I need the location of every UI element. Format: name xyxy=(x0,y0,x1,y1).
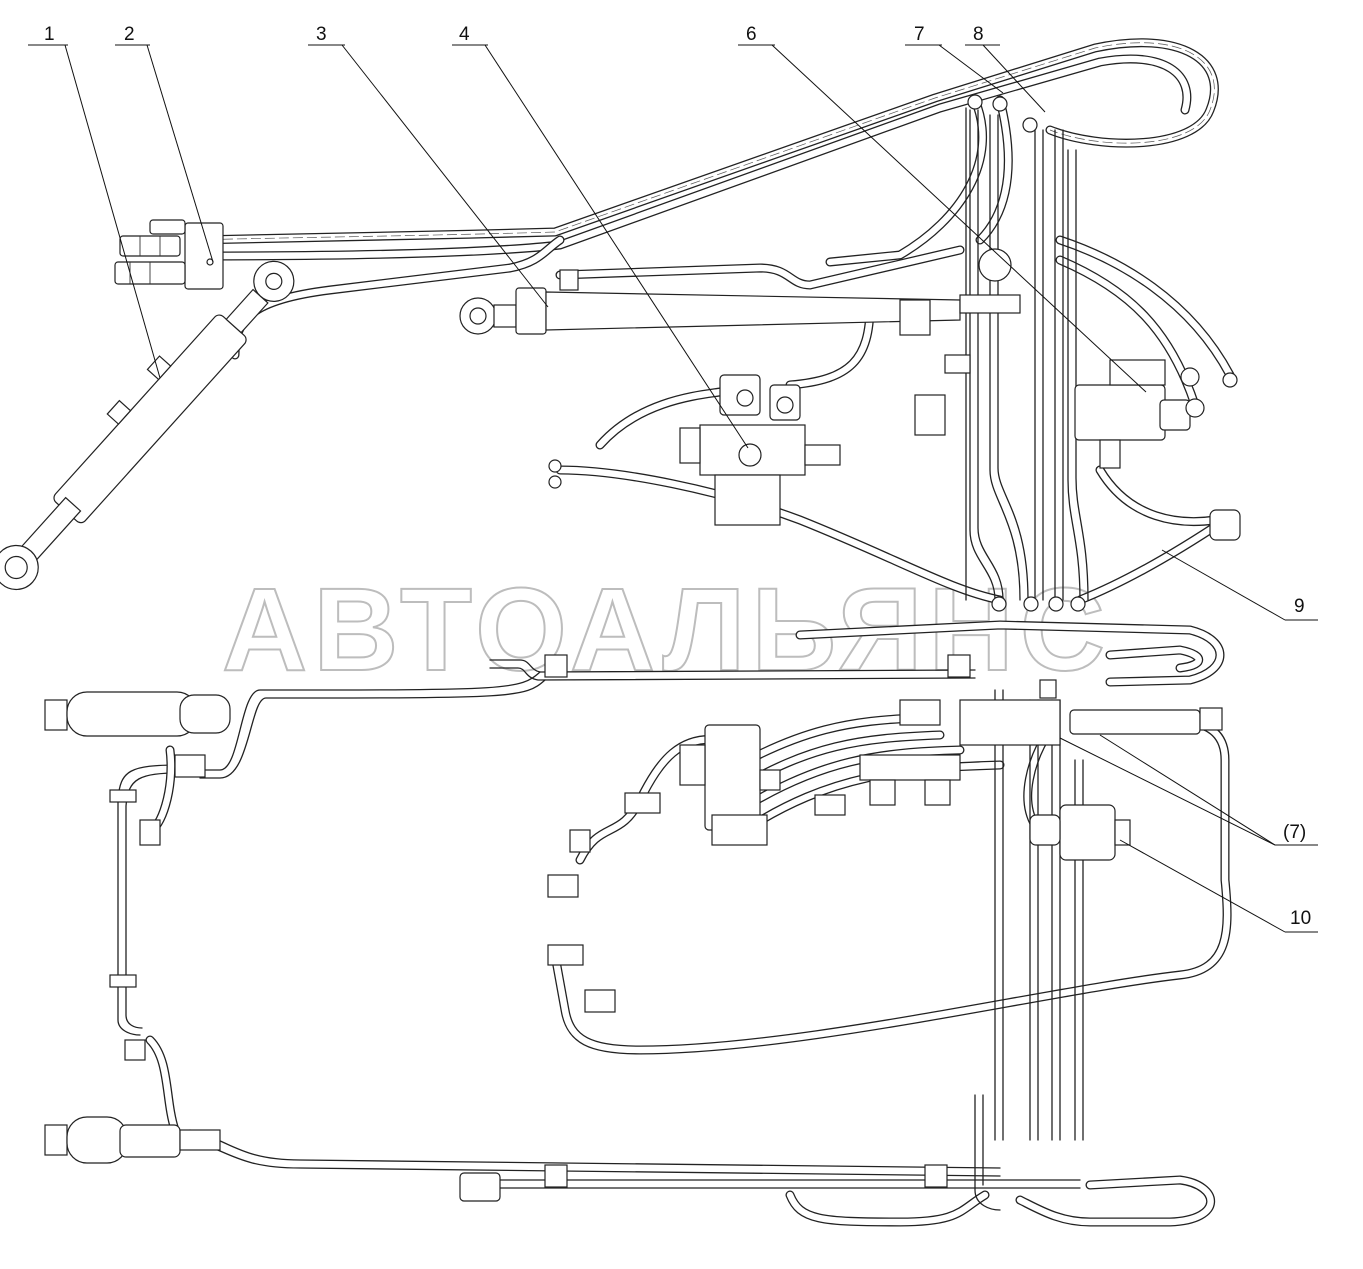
pump-unit xyxy=(1074,359,1241,541)
callout-7-label: 7 xyxy=(914,24,925,45)
vertical-pipe-bundle xyxy=(965,94,1089,1211)
valve-4-hoses xyxy=(555,300,1005,605)
callout-6: 6 xyxy=(738,24,1147,393)
hydraulic-distributor xyxy=(624,679,1223,846)
pipe-clamp-bracket xyxy=(914,248,1012,436)
components xyxy=(0,219,1241,1202)
left-frame-tube xyxy=(199,659,976,779)
callout-7-ref: (7) xyxy=(1059,734,1318,846)
left-tube-fittings xyxy=(109,654,971,1188)
callout-8: 8 xyxy=(965,24,1046,113)
callout-9: 9 xyxy=(1161,549,1318,621)
callout-6-label: 6 xyxy=(746,24,757,45)
gear-pump xyxy=(1029,804,1131,861)
callout-7: 7 xyxy=(905,24,1004,94)
callout-2: 2 xyxy=(115,24,214,263)
lower-hose-end-fittings xyxy=(547,829,616,1013)
upper-steering-cylinder xyxy=(44,691,231,737)
lift-cylinder xyxy=(0,260,295,591)
right-arc-hoses xyxy=(825,95,1235,410)
callout-3: 3 xyxy=(308,24,549,308)
callout-9-label: 9 xyxy=(1294,596,1305,617)
left-vertical-tube xyxy=(117,745,181,1135)
hydraulic-cylinder xyxy=(459,269,1021,336)
callout-3-label: 3 xyxy=(316,24,327,45)
callout-1-label: 1 xyxy=(44,24,55,45)
callout-10: 10 xyxy=(1119,839,1318,933)
callout-7-ref-label: (7) xyxy=(1283,822,1306,843)
hose-lines xyxy=(117,38,1235,1227)
callout-8-label: 8 xyxy=(973,24,984,45)
mid-loop-hoses xyxy=(795,620,1225,687)
upper-pressure-hose xyxy=(190,38,1219,245)
lower-steering-cylinder xyxy=(44,1116,501,1202)
callout-1: 1 xyxy=(28,24,161,379)
callout-10-label: 10 xyxy=(1290,908,1311,929)
callout-2-label: 2 xyxy=(124,24,135,45)
hose-9 xyxy=(1075,465,1230,605)
control-valve xyxy=(548,374,841,526)
callout-4: 4 xyxy=(452,24,749,449)
callout-labels: 1 2 3 4 6 7 8 xyxy=(28,24,1318,933)
cylinder-3-hose xyxy=(555,245,965,290)
upper-return-hose xyxy=(195,54,1192,261)
callout-4-label: 4 xyxy=(459,24,470,45)
bottom-tubes xyxy=(189,1129,1216,1227)
